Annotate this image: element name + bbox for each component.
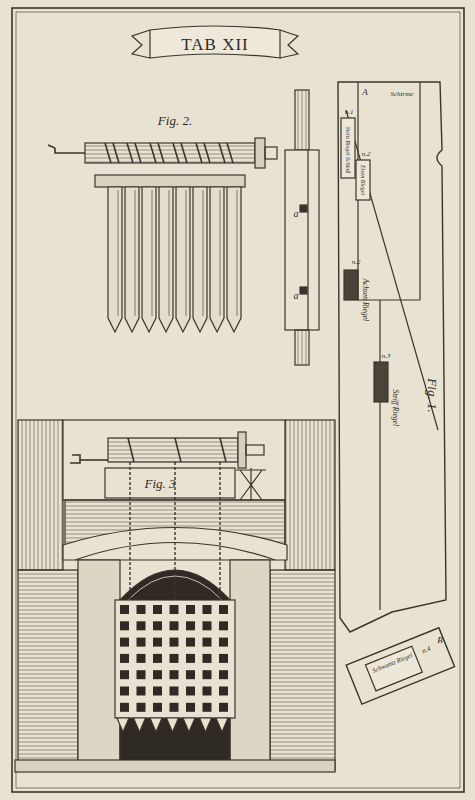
figure-label: Fig. 3 — [144, 477, 175, 490]
stake — [159, 187, 173, 332]
callout-number: n.2 — [352, 259, 361, 266]
figure-label: Fig. 1. — [426, 378, 439, 412]
callout-number: n.1 — [345, 109, 354, 116]
stake — [125, 187, 139, 332]
letter-mark: a — [294, 291, 299, 301]
part-name: Achsen Riegel — [361, 279, 369, 322]
callout-number: n.2 — [362, 151, 371, 158]
part-name: Steiff Riegel — [391, 390, 399, 426]
letter-mark: B — [437, 636, 443, 645]
stake — [176, 187, 190, 332]
plate-title: TAB XII — [181, 36, 249, 53]
stake — [142, 187, 156, 332]
stake — [227, 187, 241, 332]
stake — [193, 187, 207, 332]
letter-mark: a — [294, 209, 299, 219]
part-name: Schirme — [391, 91, 414, 98]
stake — [210, 187, 224, 332]
part-name: Eisen Riegel — [360, 165, 366, 195]
letter-mark: A — [362, 88, 368, 97]
stake — [108, 187, 122, 332]
callout-number: n.3 — [382, 353, 391, 360]
figure-label: Fig. 2. — [158, 114, 192, 127]
part-name: Stein Riegel Schloß — [345, 127, 351, 174]
